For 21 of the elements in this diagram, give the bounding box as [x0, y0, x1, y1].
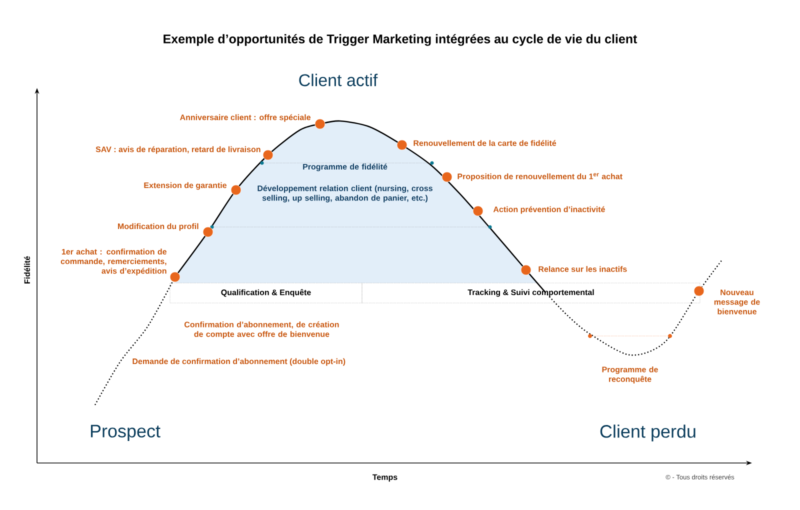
axis-label: Fidélité [24, 256, 30, 284]
title: Exemple d’opportunités de Trigger Marketing intégrées au cycle de vie du client [164, 34, 638, 46]
stage-label: Client actif [299, 74, 378, 86]
trigger-label: Renouvellement de la carte de fidélité [414, 140, 556, 146]
trigger-label: SAV : avis de réparation, retard de livraison [96, 146, 260, 154]
trigger-label: Extension de garantie [144, 182, 227, 190]
band-box: Tracking & Suivi comportemental [362, 282, 700, 304]
trigger-label: Anniversaire client : offre spéciale [180, 114, 311, 122]
trigger-label: Action prévention d’inactivité [493, 206, 605, 214]
stage-label: Prospect [90, 424, 160, 442]
trigger-label: Demande de confirmation d’abonnement (double opt-in) [132, 358, 346, 366]
axis-label: Temps [372, 474, 398, 482]
trigger-label: Modification du profil [118, 223, 198, 231]
band-box: Qualification & Enquête [170, 282, 362, 304]
trigger-label: Relance sur les inactifs [538, 266, 627, 272]
trigger-label: 1er achat : confirmation de commande, remerciements, avis d’expédition [60, 248, 167, 276]
trigger-label: Nouveau message de bienvenue [714, 290, 760, 314]
trigger-label: Confirmation d’abonnement, de création de compte avec offre de bienvenue [184, 321, 339, 339]
trigger-label: Proposition de renouvellement du 1$^{er}$ achat [458, 173, 622, 181]
trigger-label: Programme de reconquête [602, 366, 658, 384]
stage-label: Client perdu [600, 424, 696, 442]
